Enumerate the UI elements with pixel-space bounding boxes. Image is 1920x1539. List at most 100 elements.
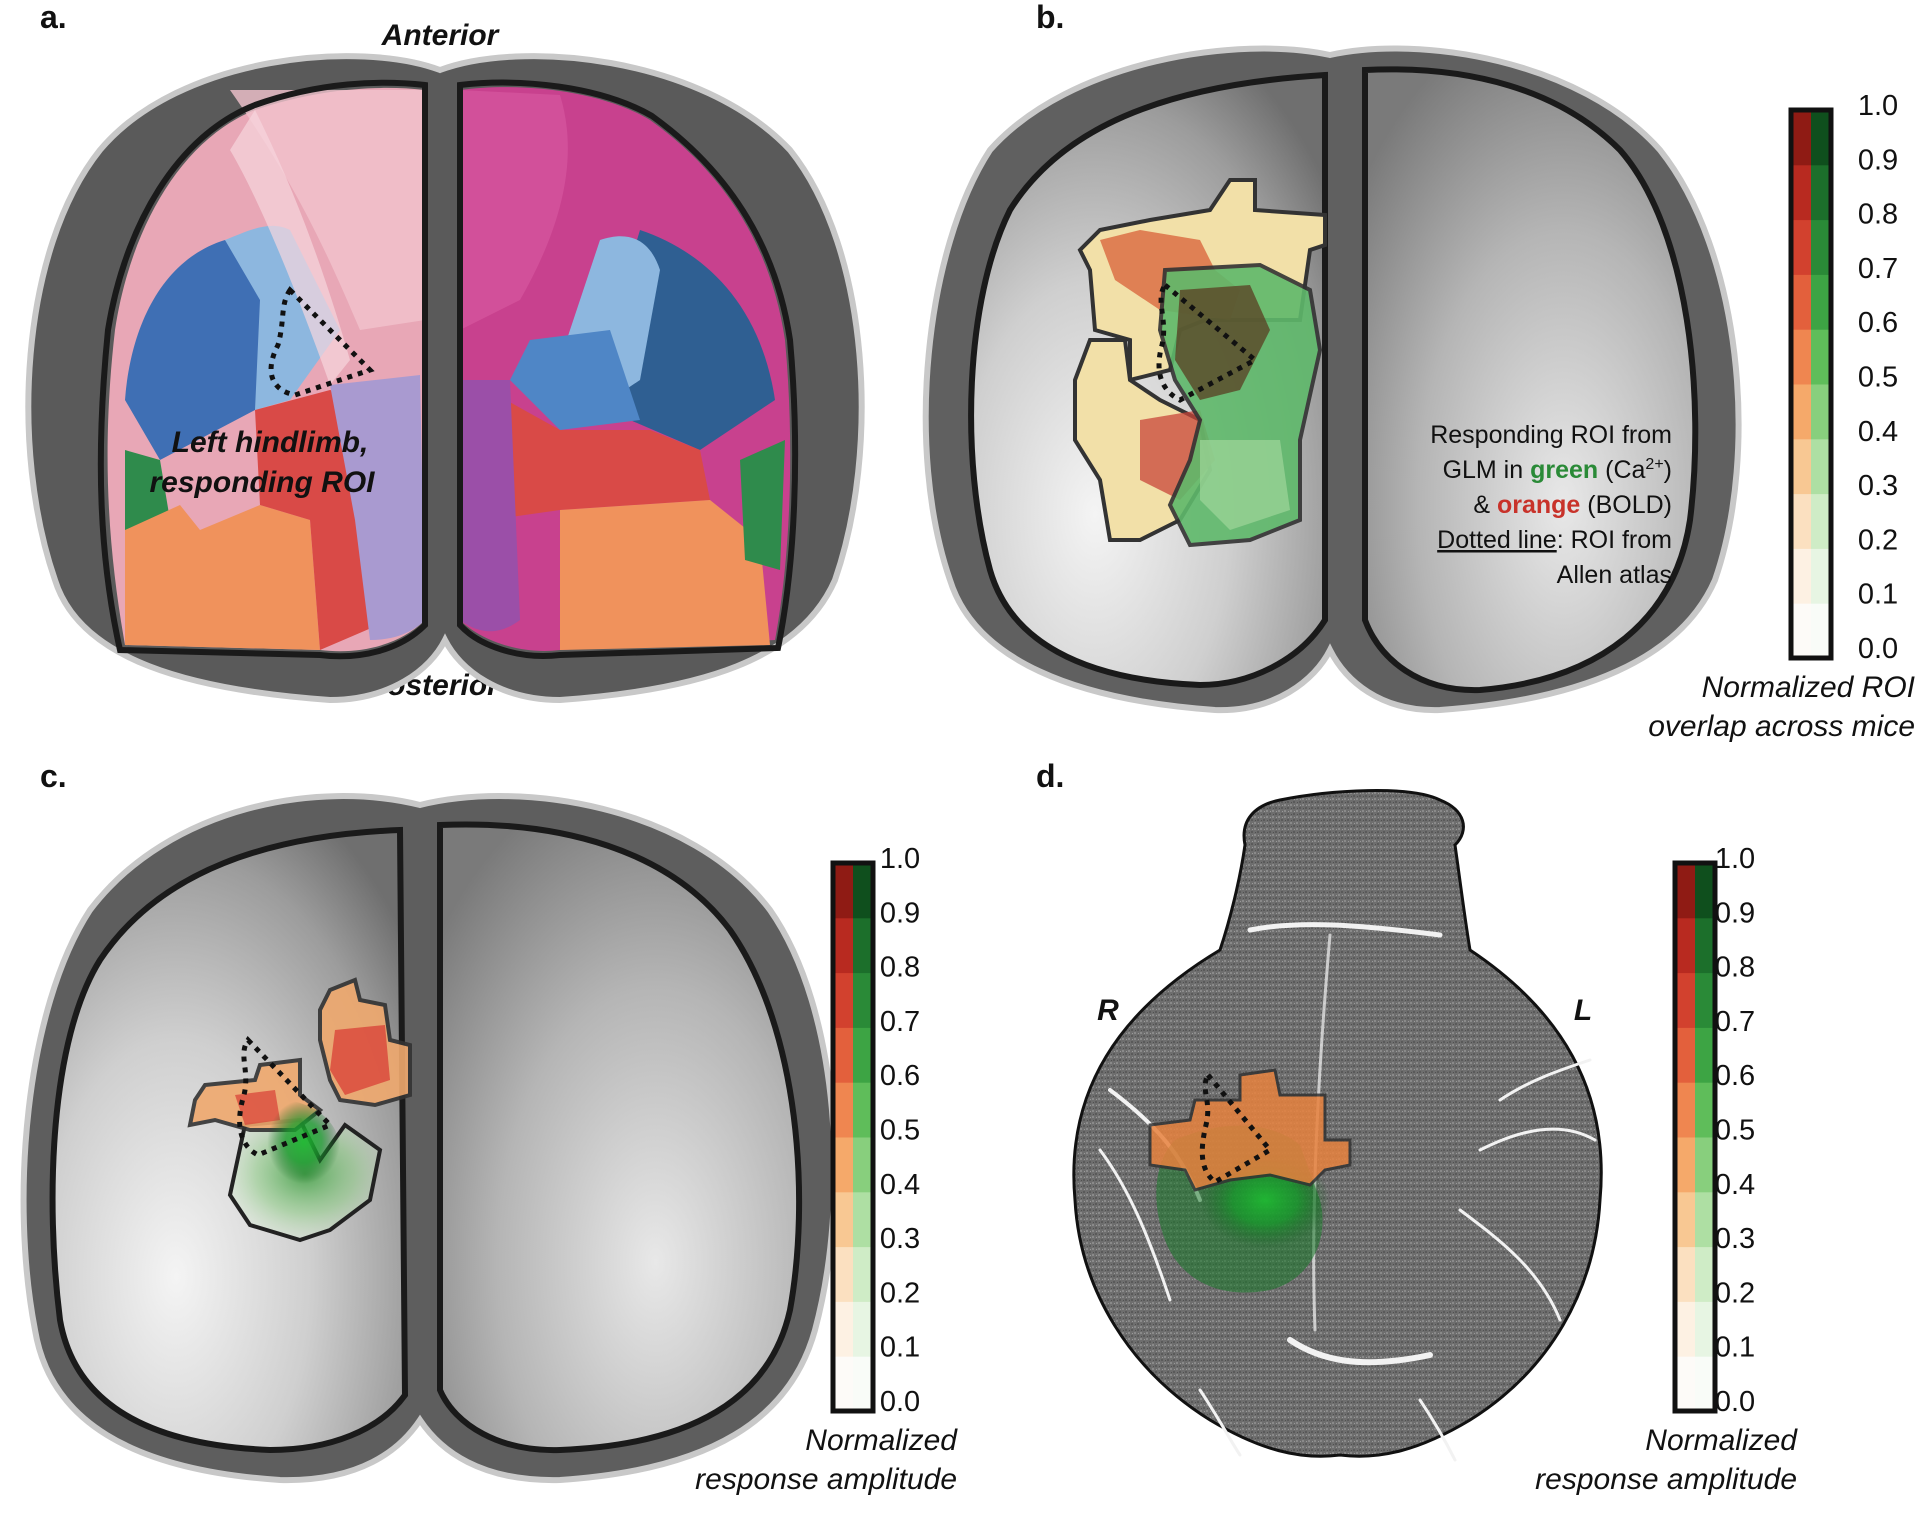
allen-atlas-roi-dotted bbox=[1156, 281, 1260, 403]
atlas-left-hemisphere bbox=[460, 87, 791, 651]
colorbar-frame bbox=[1672, 860, 1718, 1414]
colorbar-tick-label: 0.2 bbox=[1858, 524, 1898, 556]
anterior-label: Anterior bbox=[381, 19, 501, 52]
colorbar-segment-green bbox=[1695, 917, 1715, 974]
colorbar-segment-red bbox=[833, 1301, 853, 1357]
colorbar-tick-label: 0.4 bbox=[1715, 1169, 1755, 1201]
colorbar-title-line2: response amplitude bbox=[1535, 1463, 1797, 1496]
colorbar-tick-label: 0.5 bbox=[880, 1115, 920, 1147]
colorbar-segment-green bbox=[1811, 219, 1831, 275]
colorbar-tick-label: 0.1 bbox=[1715, 1332, 1755, 1364]
colorbar-segment-red bbox=[1675, 1301, 1695, 1357]
colorbar-segment-red bbox=[1791, 384, 1811, 440]
colorbar-title-line1: Normalized bbox=[1645, 1424, 1798, 1457]
colorbar-tick-label: 0.6 bbox=[880, 1060, 920, 1092]
legend-line3: & orange (BOLD) bbox=[1473, 491, 1672, 519]
colorbar-segment-green bbox=[1811, 274, 1831, 330]
colorbar-tick-label: 0.3 bbox=[880, 1223, 920, 1255]
colorbar-segment-red bbox=[1675, 1137, 1695, 1193]
colorbar-frame bbox=[830, 860, 876, 1414]
colorbar-segment-red bbox=[1791, 548, 1811, 604]
colorbar-tick-label: 0.8 bbox=[1858, 199, 1898, 231]
colorbar-d: 1.00.90.80.70.60.50.40.30.20.10.0 bbox=[1672, 843, 1755, 1418]
left-hemisphere bbox=[1362, 66, 1699, 694]
left-hemisphere bbox=[437, 821, 803, 1454]
colorbar-segment-green bbox=[1695, 1082, 1715, 1138]
colorbar-segment-red bbox=[1791, 164, 1811, 221]
colorbar-segment-green bbox=[853, 863, 873, 919]
colorbar-segment-green bbox=[1811, 110, 1831, 166]
colorbar-title-line2: overlap across mice bbox=[1648, 710, 1915, 743]
colorbar-frame bbox=[1788, 107, 1834, 661]
legend-box: Responding ROI from GLM in green (Ca2+) … bbox=[1430, 421, 1672, 589]
left-hemisphere-border bbox=[457, 79, 799, 659]
colorbar-segment-green bbox=[853, 1082, 873, 1138]
colorbar-segment-green bbox=[1695, 1191, 1715, 1248]
colorbar-segment-red bbox=[1675, 1027, 1695, 1083]
colorbar-segment-green bbox=[1811, 438, 1831, 495]
roi-annotation-line1: Left hindlimb, bbox=[172, 426, 369, 459]
legend-line4: Dotted line: ROI from bbox=[1437, 526, 1672, 554]
colorbar-segment-green bbox=[1811, 329, 1831, 385]
colorbar-segment-red bbox=[1675, 917, 1695, 974]
colorbar-segment-green bbox=[853, 1356, 873, 1412]
colorbar-tick-label: 0.9 bbox=[1858, 144, 1898, 176]
colorbar-tick-label: 0.9 bbox=[1715, 897, 1755, 929]
colorbar-segment-green bbox=[1695, 1301, 1715, 1357]
colorbar-segment-red bbox=[833, 1082, 853, 1138]
colorbar-tick-label: 0.6 bbox=[1715, 1060, 1755, 1092]
colorbar-segment-red bbox=[1675, 1246, 1695, 1302]
colorbar-segment-green bbox=[1811, 548, 1831, 604]
colorbar-segment-green bbox=[853, 917, 873, 974]
panel-d: d. R L 1.00.90.80.70.60.50.40.30.20.10.0… bbox=[1036, 758, 1798, 1496]
colorbar-segment-green bbox=[1695, 972, 1715, 1028]
panel-a: a. Anterior Posterior R L bbox=[25, 0, 865, 704]
colorbar-segment-red bbox=[1675, 972, 1695, 1028]
panel-d-label: d. bbox=[1036, 758, 1064, 794]
colorbar-tick-label: 1.0 bbox=[1715, 843, 1755, 875]
colorbar-b: 1.00.90.80.70.60.50.40.30.20.10.0 bbox=[1788, 90, 1898, 665]
colorbar-segment-green bbox=[1695, 863, 1715, 919]
colorbar-segment-red bbox=[1791, 493, 1811, 549]
colorbar-segment-red bbox=[833, 1246, 853, 1302]
colorbar-tick-label: 0.6 bbox=[1858, 307, 1898, 339]
colorbar-segment-red bbox=[1675, 863, 1695, 919]
colorbar-segment-red bbox=[833, 1027, 853, 1083]
colorbar-segment-red bbox=[833, 863, 853, 919]
colorbar-tick-label: 0.8 bbox=[1715, 952, 1755, 984]
colorbar-tick-label: 1.0 bbox=[1858, 90, 1898, 122]
colorbar-segment-green bbox=[1811, 603, 1831, 659]
colorbar-segment-red bbox=[1791, 274, 1811, 330]
colorbar-tick-label: 0.0 bbox=[880, 1386, 920, 1418]
brain-vessel-image bbox=[1072, 789, 1603, 1458]
colorbar-tick-label: 0.4 bbox=[1858, 416, 1898, 448]
response-map bbox=[1148, 1068, 1352, 1293]
colorbar-segment-red bbox=[1791, 603, 1811, 659]
panel-c: c. R L 1.00.90.80.70.60.50.40.30.20.10.0… bbox=[20, 758, 958, 1496]
legend-line2: GLM in green (Ca2+) bbox=[1443, 456, 1672, 484]
legend-line1: Responding ROI from bbox=[1430, 421, 1672, 449]
colorbar-tick-label: 0.7 bbox=[1858, 253, 1898, 285]
response-map bbox=[187, 977, 412, 1243]
colorbar-segment-green bbox=[1695, 1246, 1715, 1302]
colorbar-segment-red bbox=[833, 1191, 853, 1248]
colorbar-segment-red bbox=[833, 1356, 853, 1412]
panel-c-label: c. bbox=[40, 758, 67, 794]
colorbar-segment-green bbox=[853, 1191, 873, 1248]
colorbar-segment-green bbox=[853, 1137, 873, 1193]
right-hemisphere-label: R bbox=[1097, 994, 1119, 1027]
colorbar-segment-green bbox=[1811, 164, 1831, 221]
colorbar-segment-red bbox=[1675, 1356, 1695, 1412]
colorbar-tick-label: 0.3 bbox=[1858, 470, 1898, 502]
right-hemisphere bbox=[49, 826, 409, 1454]
colorbar-segment-green bbox=[1695, 1137, 1715, 1193]
colorbar-segment-green bbox=[1811, 493, 1831, 549]
colorbar-title-line1: Normalized ROI bbox=[1702, 671, 1915, 704]
colorbar-tick-label: 0.3 bbox=[1715, 1223, 1755, 1255]
colorbar-tick-label: 0.8 bbox=[880, 952, 920, 984]
colorbar-tick-label: 0.5 bbox=[1858, 362, 1898, 394]
panel-a-label: a. bbox=[40, 0, 67, 35]
colorbar-segment-red bbox=[1791, 329, 1811, 385]
colorbar-tick-label: 0.5 bbox=[1715, 1115, 1755, 1147]
